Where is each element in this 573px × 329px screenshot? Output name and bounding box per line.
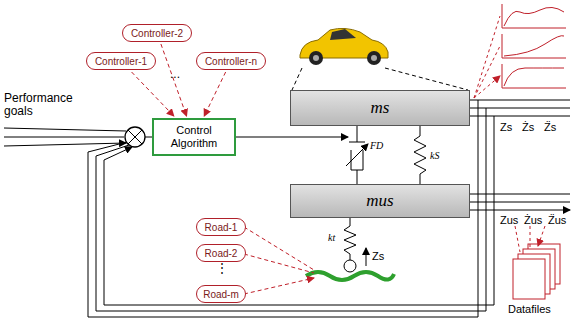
mass-box: ms [290,90,470,126]
datafile-arrows [515,226,545,252]
control-wire [236,136,348,137]
output-label: Żs [522,121,534,133]
controller-oval: Controller-1 [86,52,156,70]
datafiles-label: Datafiles [508,303,551,315]
road-oval: Road-2 [196,244,246,262]
output-wires [470,100,570,210]
tire-spring [344,218,356,260]
node-text: Road-2 [205,248,238,259]
dashed-connector [204,72,225,116]
road-oval: Road-1 [196,218,246,236]
damper-label: FD [370,140,383,152]
plot-arrows [474,16,500,98]
goal-wires [4,128,126,146]
output-label: Z̈s [544,121,556,133]
controller-oval: Controller-n [196,52,266,70]
output-label: Zus [500,214,518,226]
output-label: Zs [500,121,512,133]
plot-icons [502,4,566,88]
output-label: Żus [524,214,542,226]
car-image [300,28,388,65]
node-text: mus [366,191,393,211]
tire-label: kt [328,232,335,244]
wheel [344,260,356,272]
summing-junction [125,127,145,147]
node-text: Controller-1 [95,56,147,67]
node-text: Control Algorithm [158,124,230,150]
ellipsis: ... [170,68,180,80]
spring-label: kS [430,150,439,162]
node-text: ms [371,98,390,118]
controller-oval: Controller-2 [122,24,192,42]
road-oval: Road-m [196,285,246,303]
dashed-connector [132,72,174,116]
node-text: Controller-2 [131,28,183,39]
ellipsis: ⋮ [216,262,228,274]
datafile-icon [513,244,560,299]
road-input-label: Zs [372,250,384,262]
mass-box: mus [290,184,470,218]
control-box: Control Algorithm [152,118,236,156]
damper-symbol [346,126,368,184]
dashed-connector [161,44,187,116]
node-text: Road-1 [205,222,238,233]
spring-symbol [414,126,426,184]
input-label: Performance goals [4,92,76,118]
road-arrows [244,227,314,294]
road-profile [306,272,394,280]
node-text: Road-m [203,289,239,300]
feedback-wires [88,100,494,317]
node-text: Controller-n [205,56,257,67]
output-label: Z̈us [548,214,566,226]
